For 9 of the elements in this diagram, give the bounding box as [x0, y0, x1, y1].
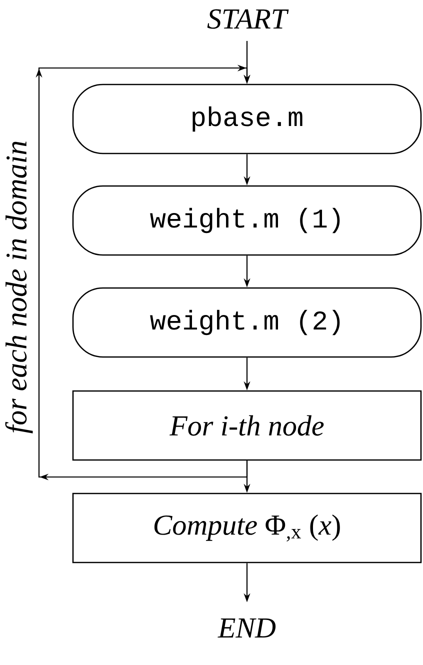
process-box: For i-th node — [72, 390, 422, 461]
rounded-box: pbase.m — [72, 84, 422, 154]
terminal-label: START — [207, 9, 289, 29]
loop-arrow — [36, 64, 250, 480]
rounded-box: weight.m (1) — [72, 185, 422, 256]
edge-label: for each node in domain — [4, 139, 34, 435]
process-box: Compute Φ$_{,x}$ (x) — [72, 492, 422, 564]
rounded-box: weight.m (2) — [72, 287, 422, 358]
terminal-label: END — [218, 618, 276, 638]
